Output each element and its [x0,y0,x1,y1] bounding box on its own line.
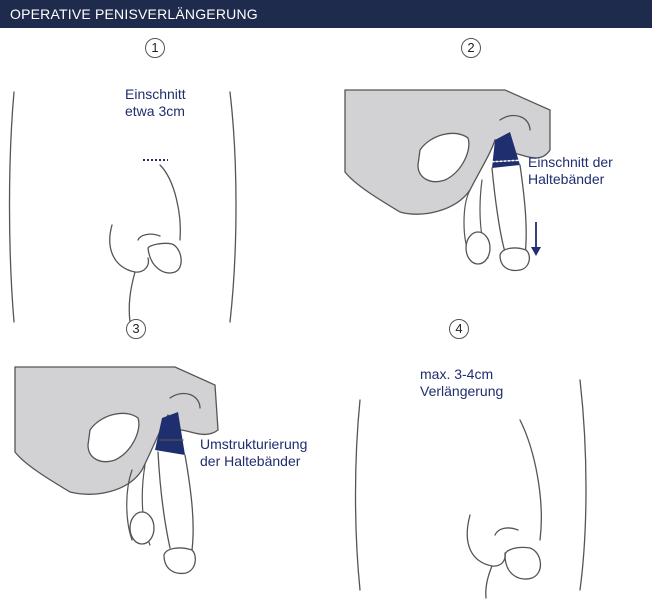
panel-3-illustration [14,366,219,575]
step-2-label: Einschnitt der Haltebänder [528,154,613,188]
panel-1-left-thigh [8,91,15,323]
panel-3-bone-curve [169,392,201,409]
panel-1-fold [137,233,161,241]
step-4-label-line-1: max. 3-4cm [420,366,494,382]
arrow-down-icon [531,222,541,256]
panel-1-right-thigh [229,91,237,323]
step-1-badge: 1 [145,38,165,58]
step-1-label-line-2: etwa 3cm [125,103,185,119]
panel-2-glans [499,247,531,272]
panel-2-shaft [491,164,527,256]
step-3-label-line-2: der Haltebänder [200,453,301,469]
panel-4-seam [485,565,493,599]
panel-1-seam [128,271,136,323]
panel-2-illustration [344,89,551,272]
step-4-label: max. 3-4cm Verlängerung [420,366,503,400]
panel-1-shaft-outline [159,164,181,241]
panel-3-bone-opening [87,412,140,463]
panel-2-ligament-cut [487,159,525,163]
step-2-label-line-2: Haltebänder [528,171,605,187]
panel-4-scrotum [466,514,506,567]
step-2-badge: 2 [461,38,481,58]
illustration-canvas [8,89,587,599]
panel-4-left-thigh [354,399,361,591]
panel-4-shaft-outline [519,419,542,541]
panel-4-illustration [354,379,587,599]
panel-2-ligament [492,132,520,168]
panel-3-ligament [155,412,185,455]
step-4-label-line-2: Verlängerung [420,383,504,399]
step-1-label-line-1: Einschnitt [125,86,186,102]
panel-1-glans [147,242,182,274]
panel-4-glans [504,546,542,580]
step-3-label: Umstrukturierung der Haltebänder [200,436,307,470]
panel-2-bone-opening [417,132,470,183]
panel-4-fold [494,527,519,536]
step-4-badge: 4 [449,319,469,339]
panel-2-bone-curve [499,114,531,131]
panel-3-glans [163,547,197,575]
step-1-label: Einschnitt etwa 3cm [125,86,186,120]
panel-2-testicle [465,231,491,265]
panel-3-shaft [157,451,194,551]
panel-1-illustration [8,91,237,323]
panel-3-testicle [129,511,155,545]
step-3-badge: 3 [126,319,146,339]
panel-1-scrotum [109,224,150,273]
step-2-label-line-1: Einschnitt der [528,154,613,170]
panel-4-right-thigh [579,379,587,591]
step-3-label-line-1: Umstrukturierung [200,436,308,452]
page-title: OPERATIVE PENISVERLÄNGERUNG [10,6,258,22]
header-bar: OPERATIVE PENISVERLÄNGERUNG [0,0,652,28]
